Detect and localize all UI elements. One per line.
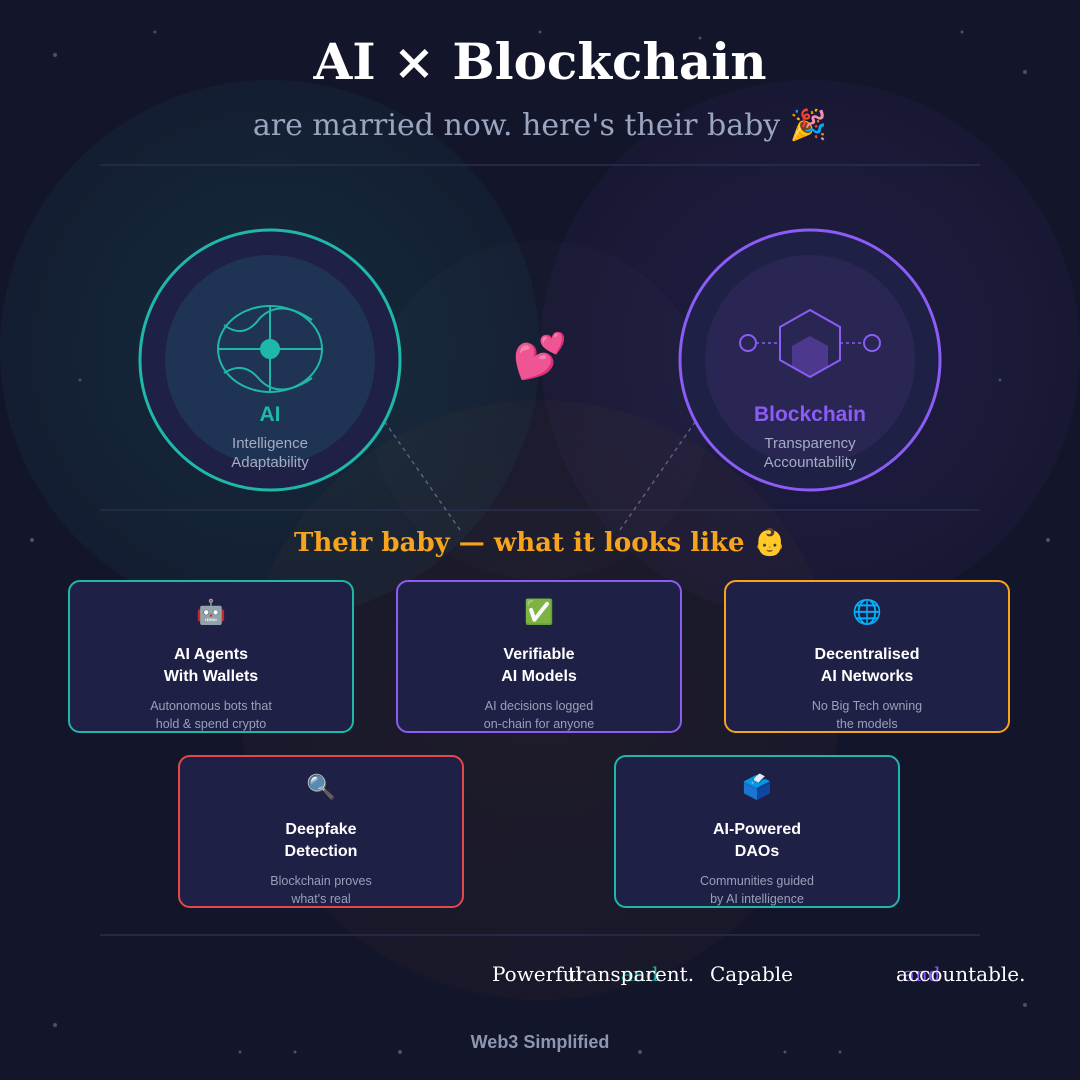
card-description: AI decisions logged on-chain for anyone: [483, 699, 595, 731]
tagline-and-1: and: [621, 962, 659, 986]
footer-brand: Web3 Simplified: [470, 1032, 610, 1052]
ai-node: [138, 228, 402, 492]
blockchain-node-inner: [705, 255, 915, 465]
page-title: AI × Blockchain: [313, 32, 767, 91]
blockchain-node-title: Blockchain: [753, 403, 867, 426]
card-description: Blockchain proves what's real: [270, 874, 372, 906]
card-title: Decentralised AI Networks: [814, 646, 920, 685]
tagline-accountable: accountable.: [896, 962, 1026, 986]
ai-trait-1: Intelligence: [232, 435, 308, 452]
star-dots: [30, 30, 1050, 1054]
tagline-capable: Capable: [710, 962, 793, 986]
check-icon: ✅: [524, 599, 554, 626]
card-ai-daos: 🗳️ AI-Powered DAOs Communities guided by…: [614, 755, 900, 908]
card-verifiable-models: ✅ Verifiable AI Models AI decisions logg…: [396, 580, 682, 733]
card-description: No Big Tech owning the models: [811, 699, 923, 731]
section-title: Their baby — what it looks like 👶: [294, 528, 786, 558]
tagline-and-2: and: [903, 962, 941, 986]
card-description: Communities guided by AI intelligence: [700, 874, 814, 906]
card-ai-agents: 🤖 AI Agents With Wallets Autonomous bots…: [68, 580, 354, 733]
blockchain-trait-1: Transparency: [764, 435, 856, 452]
card-title: AI Agents With Wallets: [163, 646, 259, 685]
heart-icon: 💕: [512, 332, 568, 381]
card-description: Autonomous bots that hold & spend crypto: [150, 699, 272, 731]
ai-node-title: AI: [259, 403, 281, 426]
robot-icon: 🤖: [196, 599, 226, 626]
ballot-icon: 🗳️: [742, 774, 772, 801]
blockchain-hexagon-icon: [739, 308, 881, 379]
tagline-powerful: Powerful: [492, 962, 582, 986]
blockchain-node: [678, 228, 942, 492]
globe-icon: 🌐: [852, 599, 882, 626]
blockchain-trait-2: Accountability: [763, 454, 857, 471]
card-decentralised-networks: 🌐 Decentralised AI Networks No Big Tech …: [724, 580, 1010, 733]
detective-icon: 🔍: [306, 774, 336, 801]
brain-icon: [217, 305, 323, 393]
card-title: Verifiable AI Models: [501, 646, 577, 685]
ai-trait-2: Adaptability: [231, 454, 309, 471]
card-title: AI-Powered DAOs: [712, 821, 801, 860]
page-subtitle: are married now. here's their baby 🎉: [252, 108, 828, 143]
tagline-transparent: transparent.: [568, 962, 695, 986]
card-deepfake-detection: 🔍 Deepfake Detection Blockchain proves w…: [178, 755, 464, 908]
card-title: Deepfake Detection: [284, 821, 358, 860]
